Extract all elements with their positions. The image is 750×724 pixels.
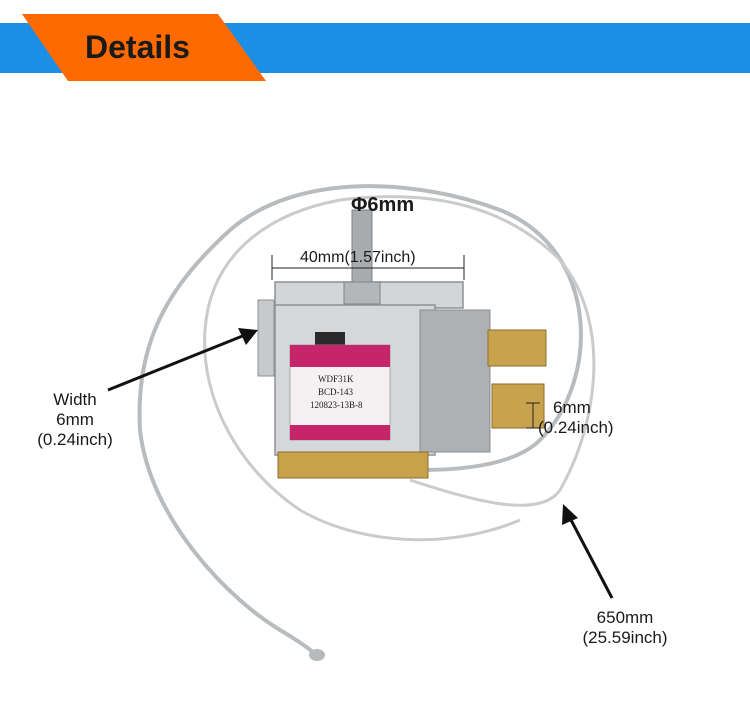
shaft-collar (343, 281, 381, 305)
capillary-tube-inner (203, 195, 596, 542)
label-stripe (290, 345, 390, 367)
body-width-label: 40mm(1.57inch) (300, 249, 416, 266)
terminal-width-label: 6mm (0.24inch) (538, 398, 614, 438)
length-arrow-line (568, 517, 614, 599)
terminal-width-mm: 6mm (553, 398, 591, 417)
capillary-length-inch: (25.59inch) (582, 628, 668, 647)
sticker-line-2: BCD-143 (318, 387, 354, 397)
bracket-width-label: Width 6mm (0.24inch) (30, 390, 120, 450)
capillary-length-label: 650mm (25.59inch) (560, 608, 690, 648)
copper-base (277, 451, 429, 479)
shaft-diameter-label: Φ6mm (351, 194, 415, 216)
side-bracket (257, 299, 275, 377)
banner-title: Details (85, 29, 190, 65)
terminal-top (487, 329, 547, 367)
bracket-arrow-head (238, 328, 258, 345)
bracket-arrow-line (107, 333, 246, 392)
length-arrow-head (562, 504, 578, 525)
label-stripe-bottom (290, 425, 390, 440)
housing-side (419, 309, 491, 453)
capillary-tube (137, 184, 583, 660)
capillary-length-mm: 650mm (596, 608, 654, 627)
sticker-line-3: 120823-13B-8 (310, 400, 363, 410)
housing-window (315, 332, 345, 346)
banner-tab (22, 14, 266, 81)
bracket-width-name: Width (53, 390, 97, 409)
terminal-bottom (491, 383, 545, 429)
sticker-line-1: WDF31K (318, 374, 354, 384)
bracket-width-inch: (0.24inch) (37, 430, 113, 449)
terminal-width-inch: (0.24inch) (538, 418, 614, 437)
bracket-width-mm: 6mm (56, 410, 94, 429)
sensor-bulb (309, 649, 325, 661)
